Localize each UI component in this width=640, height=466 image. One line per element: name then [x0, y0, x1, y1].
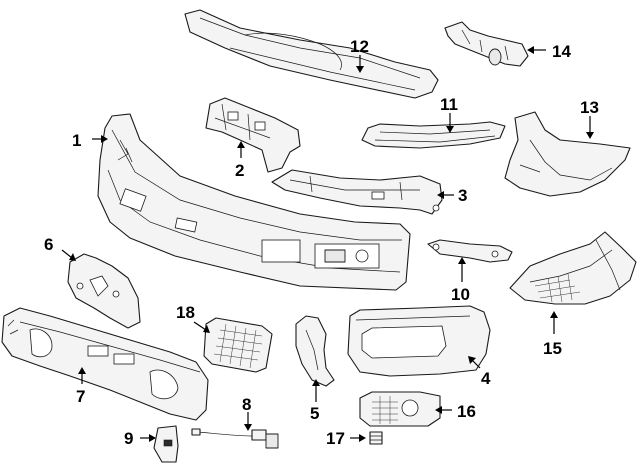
part-2-bracket	[205, 97, 301, 173]
callout-13: 13	[580, 98, 599, 117]
part-7-lower-support	[1, 307, 209, 421]
callout-12: 12	[350, 37, 369, 56]
callout-16: 16	[457, 402, 476, 421]
part-9-bracket	[153, 425, 179, 463]
callout-6: 6	[44, 235, 53, 254]
callout-7: 7	[76, 387, 85, 406]
callout-17: 17	[326, 429, 345, 448]
part-16-fog-cover	[359, 391, 441, 427]
callout-9: 9	[124, 429, 133, 448]
part-1-bumper-face	[97, 113, 411, 291]
part-10-bracket	[427, 239, 513, 263]
part-14-bracket	[444, 21, 529, 67]
part-6-plate	[67, 253, 141, 329]
part-15-end-cap	[509, 231, 637, 305]
part-11-bar	[361, 121, 506, 149]
callout-3: 3	[458, 186, 467, 205]
part-4-bumper-cover	[347, 305, 491, 377]
callout-8: 8	[242, 395, 251, 414]
callout-4: 4	[481, 369, 491, 388]
callout-5: 5	[310, 404, 319, 423]
callout-14: 14	[552, 42, 571, 61]
part-8-harness	[191, 428, 279, 449]
callout-18: 18	[176, 303, 195, 322]
part-13-side-shield	[504, 111, 631, 197]
part-3-bracket	[271, 169, 443, 215]
part-12-upper-bar	[184, 9, 439, 99]
part-18-grille	[203, 317, 273, 373]
callout-1: 1	[72, 131, 81, 150]
callout-10: 10	[451, 285, 470, 304]
callout-labels: 1 2 3 4 5 6 7 8 9 10 11 12 13 14 15 16 1…	[44, 37, 599, 448]
callout-11: 11	[440, 95, 458, 114]
callout-2: 2	[235, 161, 244, 180]
part-5-side-bracket	[295, 315, 335, 387]
part-17-clip	[369, 431, 383, 445]
callout-15: 15	[543, 339, 562, 358]
leader-lines	[61, 46, 594, 442]
